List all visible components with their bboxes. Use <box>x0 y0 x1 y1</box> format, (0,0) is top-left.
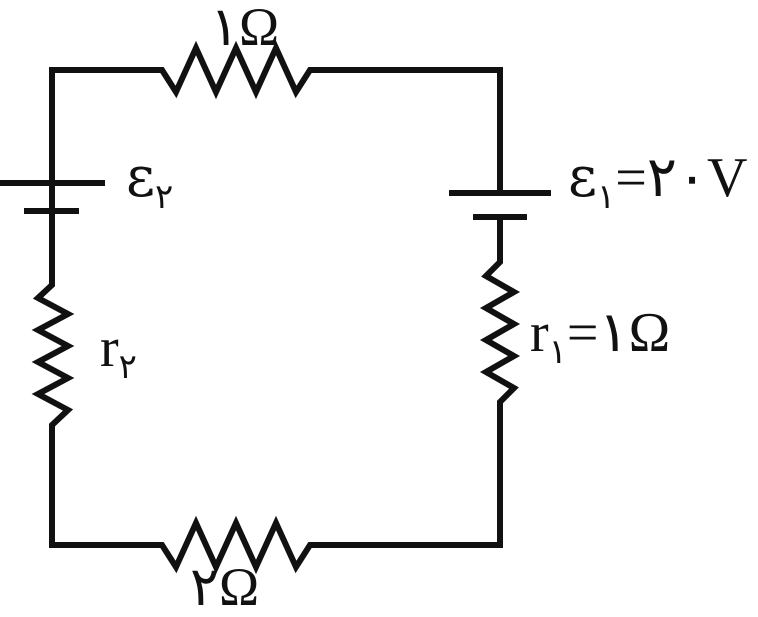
emf1-label: ε۱=۲۰V <box>568 147 748 215</box>
emf1-value: =۲۰V <box>615 147 748 209</box>
emf1-subscript: ۱ <box>597 179 616 216</box>
top-resistor-value: ۱Ω <box>210 0 280 57</box>
bottom-resistor-label: ۲Ω <box>190 560 259 614</box>
emf1-symbol: ε <box>568 145 598 210</box>
r2-symbol: r <box>100 317 119 379</box>
r2-subscript: ۲ <box>118 349 137 386</box>
r1-subscript: ۱ <box>548 334 567 371</box>
top-resistor-label: ۱Ω <box>210 0 279 54</box>
left-wire-and-r2-resistor <box>31 210 75 548</box>
r2-label: r۲ <box>100 317 137 385</box>
emf2-symbol: ε <box>126 145 156 210</box>
right-wire-and-r1-resistor <box>479 214 521 548</box>
emf2-subscript: ۲ <box>155 179 174 216</box>
emf2-label: ε۲ <box>126 150 173 215</box>
bottom-resistor-value: ۲Ω <box>190 557 260 617</box>
r1-symbol: r <box>530 302 549 364</box>
r1-label: r۱=۱Ω <box>530 302 671 370</box>
bottom-wire-and-resistor <box>49 515 503 575</box>
r1-value: =۱Ω <box>566 302 671 364</box>
top-wire-and-resistor <box>49 40 503 216</box>
